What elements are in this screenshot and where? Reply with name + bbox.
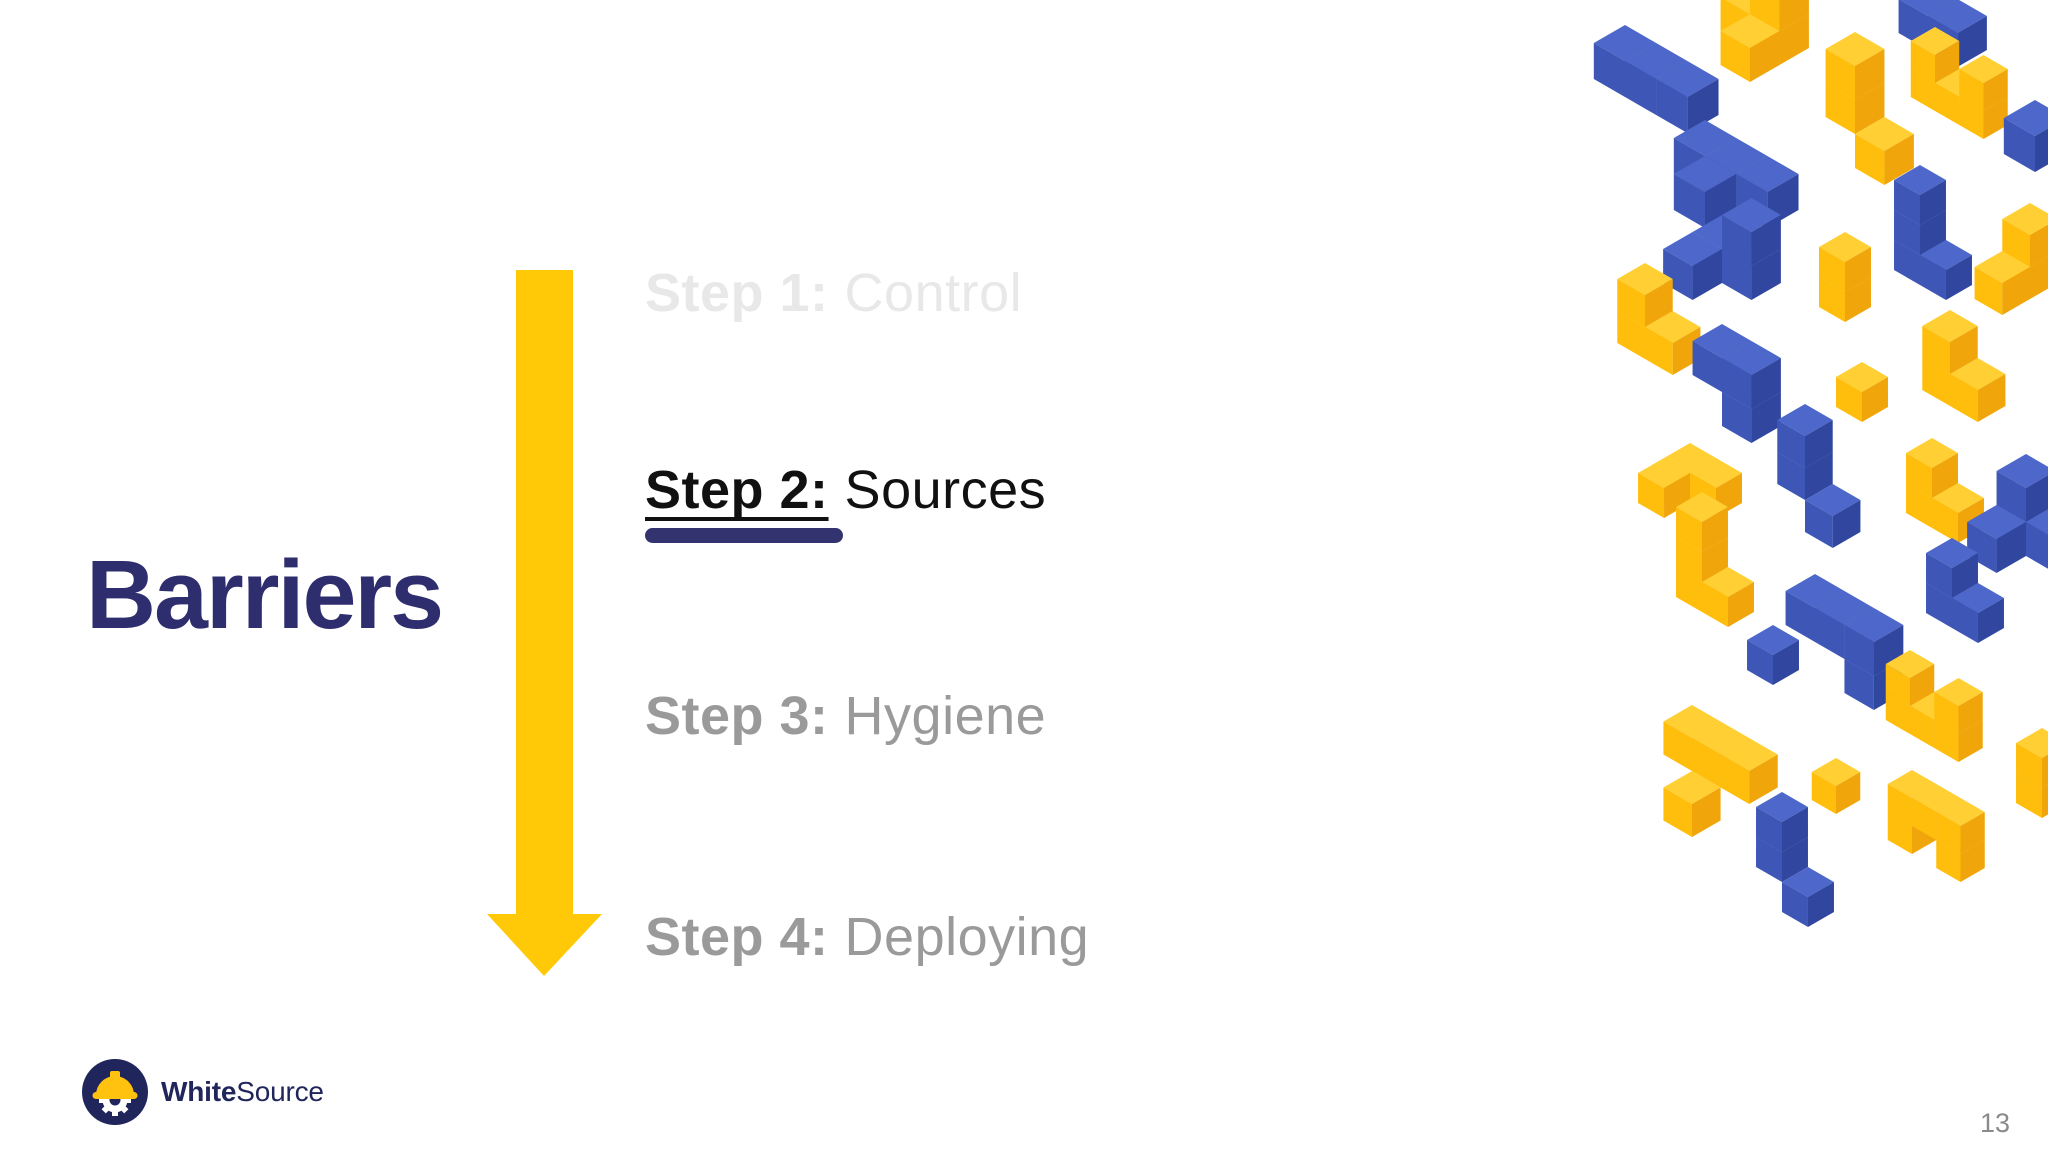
- step-item-1: Step 1:Control: [645, 265, 1022, 322]
- whitesource-logo-text: WhiteSource: [161, 1059, 324, 1125]
- slide-title: Barriers: [86, 540, 444, 649]
- step-item-2: Step 2:Sources: [645, 462, 1046, 519]
- step-3-value: Hygiene: [844, 686, 1047, 746]
- step-item-3: Step 3:Hygiene: [645, 688, 1046, 745]
- hard-hat-icon: [92, 1071, 138, 1099]
- brand-name-bold: White: [161, 1076, 237, 1107]
- brand-name-rest: Source: [236, 1076, 324, 1107]
- step-1-value: Control: [844, 263, 1023, 323]
- step-item-4: Step 4:Deploying: [645, 909, 1089, 966]
- step-3-label: Step 3:: [645, 686, 829, 746]
- whitesource-logo: WhiteSource: [82, 1059, 324, 1125]
- step-4-value: Deploying: [844, 907, 1090, 967]
- whitesource-logo-icon: [82, 1059, 148, 1125]
- active-step-underline: [645, 528, 843, 543]
- page-number: 13: [1980, 1108, 2011, 1138]
- step-4-label: Step 4:: [645, 907, 829, 967]
- down-arrow-icon: [487, 270, 602, 976]
- step-2-value: Sources: [844, 460, 1047, 520]
- step-1-label: Step 1:: [645, 263, 829, 323]
- step-2-label: Step 2:: [645, 460, 829, 520]
